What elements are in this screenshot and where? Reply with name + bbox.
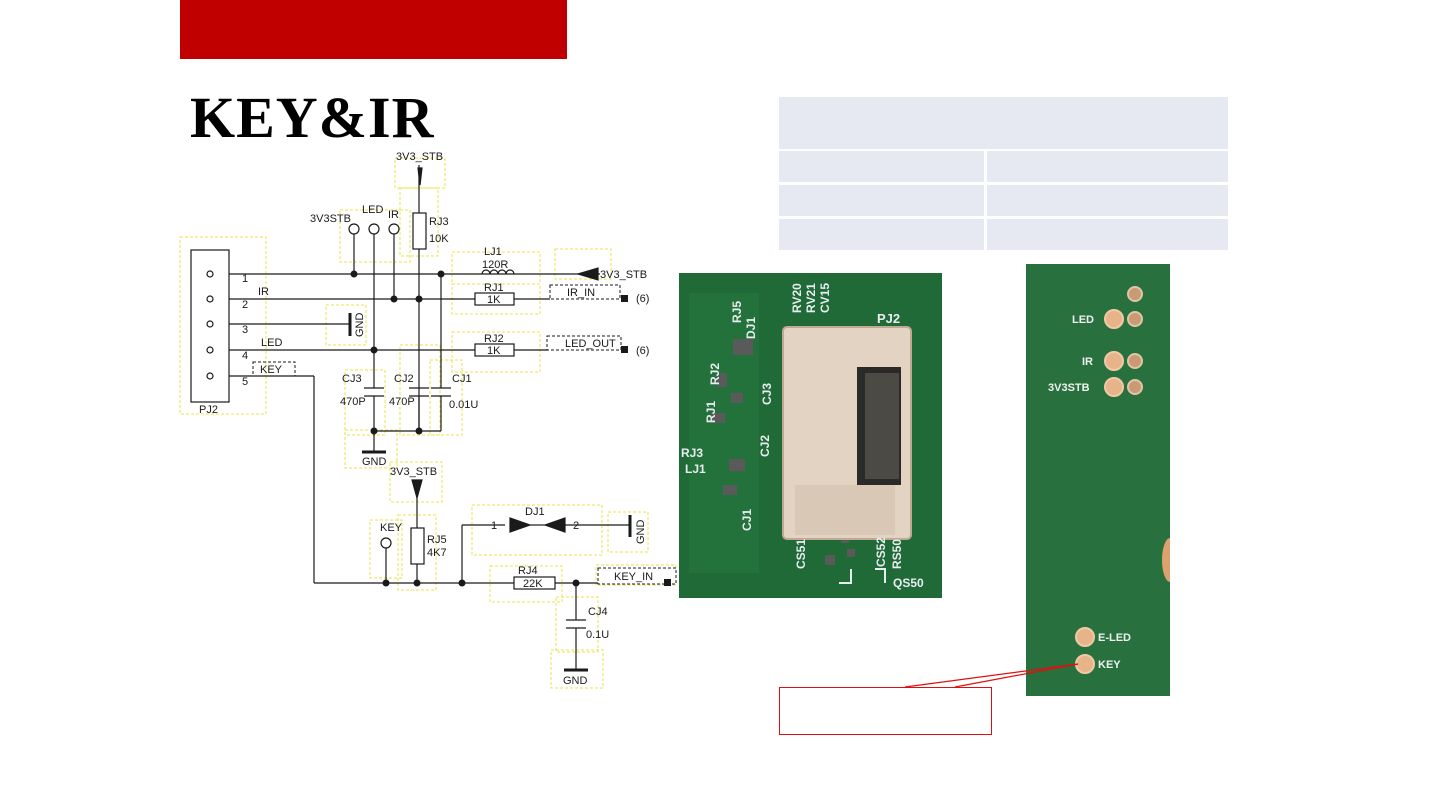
tp-led-label: LED <box>362 204 383 216</box>
gnd-label-pin3: GND <box>354 313 366 338</box>
pcb-photo-key-board: LED IR 3V3STB E-LED KEY <box>1026 264 1170 696</box>
tp-key-label: KEY <box>380 522 403 534</box>
pcb-label-rv20: RV20 <box>790 283 804 313</box>
tp-ir-label: IR <box>388 209 399 221</box>
dj1-pin1: 1 <box>491 520 497 532</box>
pcb-label-cs52: CS52 <box>874 537 888 567</box>
net-led-label: LED <box>261 337 282 349</box>
cj3-ref: CJ3 <box>342 373 362 385</box>
sheet-ref-ir: (6) <box>636 293 649 305</box>
pin-3-label: 3 <box>242 324 248 336</box>
table-cell <box>779 219 984 250</box>
rj1-ref: RJ1 <box>484 282 504 294</box>
table-row <box>779 185 1228 216</box>
tp-3v3stb-label: 3V3STB <box>310 213 351 225</box>
pcb2-label-ir: IR <box>1082 356 1093 368</box>
pcb-label-cs51: CS51 <box>794 539 808 569</box>
pin-1-label: 1 <box>242 273 248 285</box>
net-ir-label: IR <box>258 286 269 298</box>
table-cell <box>779 185 984 216</box>
schematic-diagram: 3V3_STB 3V3STB LED IR RJ3 10K LJ1 120R 3… <box>179 151 677 689</box>
pcb-label-rj1: RJ1 <box>704 401 718 423</box>
rj4-value: 22K <box>523 578 543 590</box>
pcb-label-dj1: DJ1 <box>744 317 758 339</box>
gnd-label-1: GND <box>362 456 387 468</box>
pin-4-label: 4 <box>242 350 248 362</box>
net-3v3-stb-top: 3V3_STB <box>396 151 443 163</box>
rj1-value: 1K <box>487 294 501 306</box>
table-row <box>779 151 1228 182</box>
pcb-label-rj5: RJ5 <box>730 301 744 323</box>
pcb-label-rv21: RV21 <box>804 283 818 313</box>
pin-5-label: 5 <box>242 376 248 388</box>
sheet-ref-led: (6) <box>636 345 649 357</box>
rj4-ref: RJ4 <box>518 565 538 577</box>
pcb2-label-led: LED <box>1072 314 1094 326</box>
pcb-label-cj2: CJ2 <box>758 435 772 457</box>
lj1-value: 120R <box>482 259 508 271</box>
pcb-label-cj1: CJ1 <box>740 509 754 531</box>
table-cell <box>987 185 1228 216</box>
cj2-ref: CJ2 <box>394 373 414 385</box>
pcb-label-lj1: LJ1 <box>685 462 706 476</box>
pcb2-label-e-led: E-LED <box>1098 632 1131 644</box>
table-cell <box>987 151 1228 182</box>
rj5-ref: RJ5 <box>427 534 447 546</box>
net-3v3-stb-bottom: 3V3_STB <box>390 466 437 478</box>
cj4-value: 0.1U <box>586 629 609 641</box>
title-accent-bar <box>180 0 567 59</box>
table-row <box>779 219 1228 250</box>
pcb-label-rj3: RJ3 <box>681 446 703 460</box>
rj3-value: 10K <box>429 233 449 245</box>
table-header <box>779 97 1228 149</box>
rj2-value: 1K <box>487 345 501 357</box>
pcb-label-rj2: RJ2 <box>708 363 722 385</box>
net-3v3-stb-right: 3V3_STB <box>600 269 647 281</box>
rj3-ref: RJ3 <box>429 216 449 228</box>
pcb2-label-key: KEY <box>1098 659 1121 671</box>
pcb-label-cv15: CV15 <box>818 283 832 313</box>
gnd-label-dj1: GND <box>635 520 647 545</box>
pcb-label-cj3: CJ3 <box>760 383 774 405</box>
pcb2-label-3v3stb: 3V3STB <box>1048 382 1090 394</box>
port-led-out: LED_OUT <box>565 338 616 350</box>
pcb-label-qs50: QS50 <box>893 576 924 590</box>
cj1-value: 0.01U <box>449 399 478 411</box>
gnd-label-2: GND <box>563 675 588 687</box>
dj1-ref: DJ1 <box>525 506 545 518</box>
port-ir-in: IR_IN <box>567 287 595 299</box>
lj1-ref: LJ1 <box>484 246 502 258</box>
slide-title: KEY&IR <box>190 85 435 150</box>
cj3-value: 470P <box>340 396 366 408</box>
table-cell <box>987 219 1228 250</box>
port-key-in: KEY_IN <box>614 571 653 583</box>
dj1-pin2: 2 <box>573 520 579 532</box>
cj2-value: 470P <box>389 396 415 408</box>
pcb-label-pj2: PJ2 <box>877 311 900 326</box>
key-callout-box <box>779 687 992 735</box>
pin-2-label: 2 <box>242 299 248 311</box>
rj2-ref: RJ2 <box>484 333 504 345</box>
cj1-ref: CJ1 <box>452 373 472 385</box>
cj4-ref: CJ4 <box>588 606 608 618</box>
table-cell <box>779 151 984 182</box>
connector-ref: PJ2 <box>199 404 218 416</box>
pcb-photo-connector: RJ5 DJ1 RV20 RV21 CV15 PJ2 RJ2 RJ1 CJ3 C… <box>679 273 942 598</box>
pcb-label-rs50: RS50 <box>890 539 904 569</box>
rj5-value: 4K7 <box>427 547 447 559</box>
net-key-label: KEY <box>260 364 283 376</box>
